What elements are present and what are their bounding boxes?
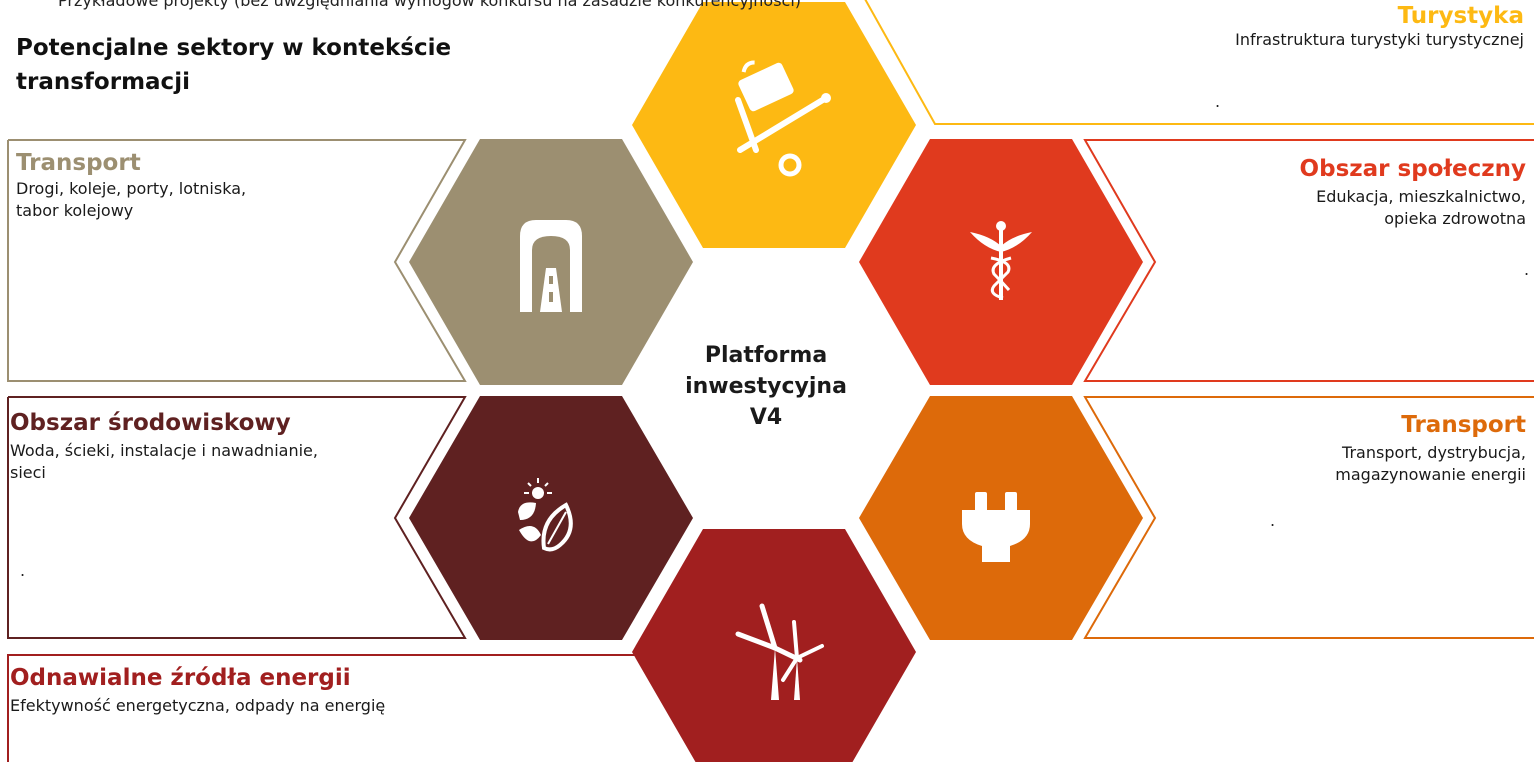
- center-label: Platforma inwestycyjna V4: [666, 340, 866, 433]
- center-label-line3: V4: [749, 405, 783, 430]
- social-block: Obszar społeczny Edukacja, mieszkalnictw…: [1026, 156, 1526, 230]
- center-label-line1: Platforma: [704, 343, 828, 368]
- caduceus-icon: [970, 221, 1032, 300]
- transport-desc-line1: Drogi, koleje, porty, lotniska,: [16, 179, 247, 198]
- social-desc-line1: Edukacja, mieszkalnictwo,: [1316, 187, 1526, 206]
- page-title: Potencjalne sektory w kontekście transfo…: [16, 35, 452, 95]
- social-desc-line2: opieka zdrowotna: [1384, 209, 1526, 228]
- tourism-dot: .: [1215, 92, 1221, 111]
- renewables-block: Odnawialne źródła energii Efektywność en…: [10, 665, 610, 717]
- environment-frame: [7, 396, 467, 639]
- environment-title: Obszar środowiskowy: [10, 410, 291, 436]
- tourism-block: Turystyka Infrastruktura turystyki turys…: [924, 3, 1524, 51]
- wind-turbines-icon: [735, 603, 824, 700]
- center-label-line2: inwestycyjna: [685, 374, 847, 399]
- renewables-title: Odnawialne źródła energii: [10, 665, 351, 691]
- transport-title: Transport: [16, 150, 141, 176]
- transport-block: Transport Drogi, koleje, porty, lotniska…: [16, 150, 436, 222]
- environment-desc-line1: Woda, ścieki, instalacje i nawadnianie,: [10, 441, 318, 460]
- energy-transport-title: Transport: [1401, 412, 1526, 438]
- plug-icon: [962, 492, 1030, 562]
- transport-frame: [7, 139, 467, 382]
- social-dot: .: [1524, 260, 1530, 279]
- luggage-cart-icon: [735, 60, 831, 177]
- energy-transport-desc-line2: magazynowanie energii: [1335, 465, 1526, 484]
- energy-transport-desc-line1: Transport, dystrybucja,: [1342, 443, 1526, 462]
- tourism-frame: [864, 0, 1534, 125]
- transport-desc-line2: tabor kolejowy: [16, 201, 134, 220]
- energy-transport-frame: [1083, 396, 1534, 639]
- energy-transport-dot: .: [1270, 511, 1276, 530]
- tourism-desc: Infrastruktura turystyki turystycznej: [1235, 30, 1524, 49]
- clipped-header-text: Przykładowe projekty (bez uwzględniania …: [58, 0, 802, 10]
- social-frame: [1083, 139, 1534, 382]
- energy-transport-block: Transport Transport, dystrybucja, magazy…: [1026, 412, 1526, 486]
- environment-desc-line2: sieci: [10, 463, 46, 482]
- sun-leaf-icon: [518, 478, 573, 552]
- renewables-desc: Efektywność energetyczna, odpady na ener…: [10, 696, 386, 715]
- hex-tourism: [632, 2, 916, 248]
- environment-dot: .: [20, 561, 26, 580]
- environment-block: Obszar środowiskowy Woda, ścieki, instal…: [10, 410, 440, 484]
- tourism-title: Turystyka: [1397, 3, 1524, 29]
- road-tunnel-icon: [520, 220, 582, 312]
- social-title: Obszar społeczny: [1299, 156, 1526, 182]
